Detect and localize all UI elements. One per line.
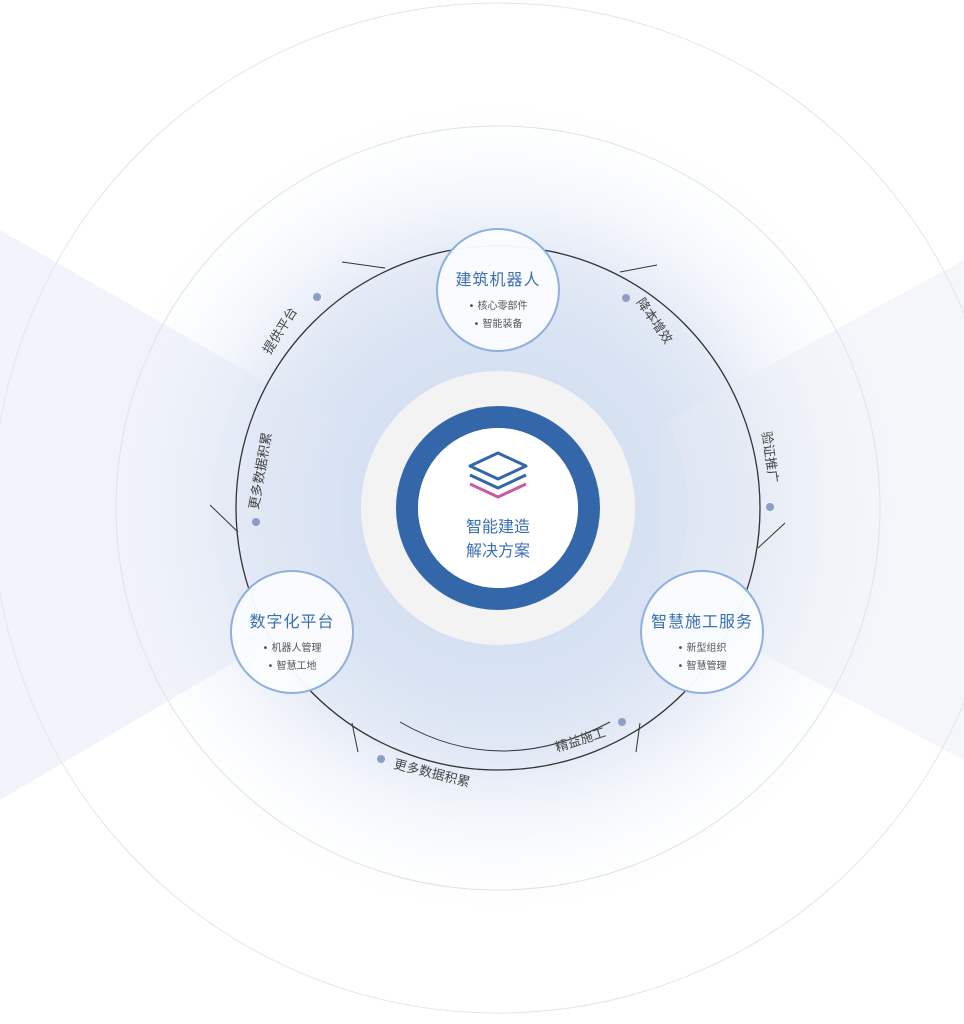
arc-label-right: 验证推广 <box>758 430 781 484</box>
tick <box>619 264 658 273</box>
center-title-line2: 解决方案 <box>465 541 530 560</box>
node-item: • 智慧管理 <box>677 661 727 672</box>
node-title: 数字化平台 <box>249 612 335 631</box>
tick <box>341 261 386 269</box>
node-item: • 智慧工地 <box>267 661 317 672</box>
node-construction-robots: 建筑机器人 • 核心零部件 • 智能装备 <box>436 228 560 352</box>
node-item: • 核心零部件 <box>468 301 528 312</box>
tick <box>635 722 641 753</box>
node-smart-construction-service: 智慧施工服务 • 新型组织 • 智慧管理 <box>640 570 764 694</box>
node-digital-platform: 数字化平台 • 机器人管理 • 智慧工地 <box>230 570 354 694</box>
dot <box>622 294 630 302</box>
left-band <box>0 230 340 800</box>
node-item-text: 机器人管理 <box>271 643 322 654</box>
dot <box>618 718 626 726</box>
dot <box>377 755 385 763</box>
node-item: • 机器人管理 <box>262 643 322 654</box>
orbit-arc <box>399 721 611 752</box>
center-title: 智能建造 解决方案 <box>438 515 558 563</box>
tick <box>351 722 359 753</box>
node-title: 建筑机器人 <box>455 270 541 289</box>
node-title: 智慧施工服务 <box>650 612 753 631</box>
tick <box>757 522 786 549</box>
center-core <box>418 428 578 588</box>
node-item-text: 智能装备 <box>482 319 523 330</box>
tick <box>209 504 239 533</box>
dot <box>766 503 774 511</box>
node-item: • 新型组织 <box>677 643 727 654</box>
center-ring <box>396 406 600 610</box>
dot <box>252 518 260 526</box>
node-item-text: 智慧工地 <box>276 661 317 672</box>
node-item-text: 智慧管理 <box>686 661 727 672</box>
dots <box>252 293 774 763</box>
center-title-line1: 智能建造 <box>465 517 530 536</box>
layers-icon <box>468 451 528 499</box>
dot <box>313 293 321 301</box>
node-item: • 智能装备 <box>473 319 523 330</box>
node-item-text: 核心零部件 <box>477 301 528 312</box>
middle-ring <box>115 125 881 891</box>
node-item-text: 新型组织 <box>686 643 727 654</box>
